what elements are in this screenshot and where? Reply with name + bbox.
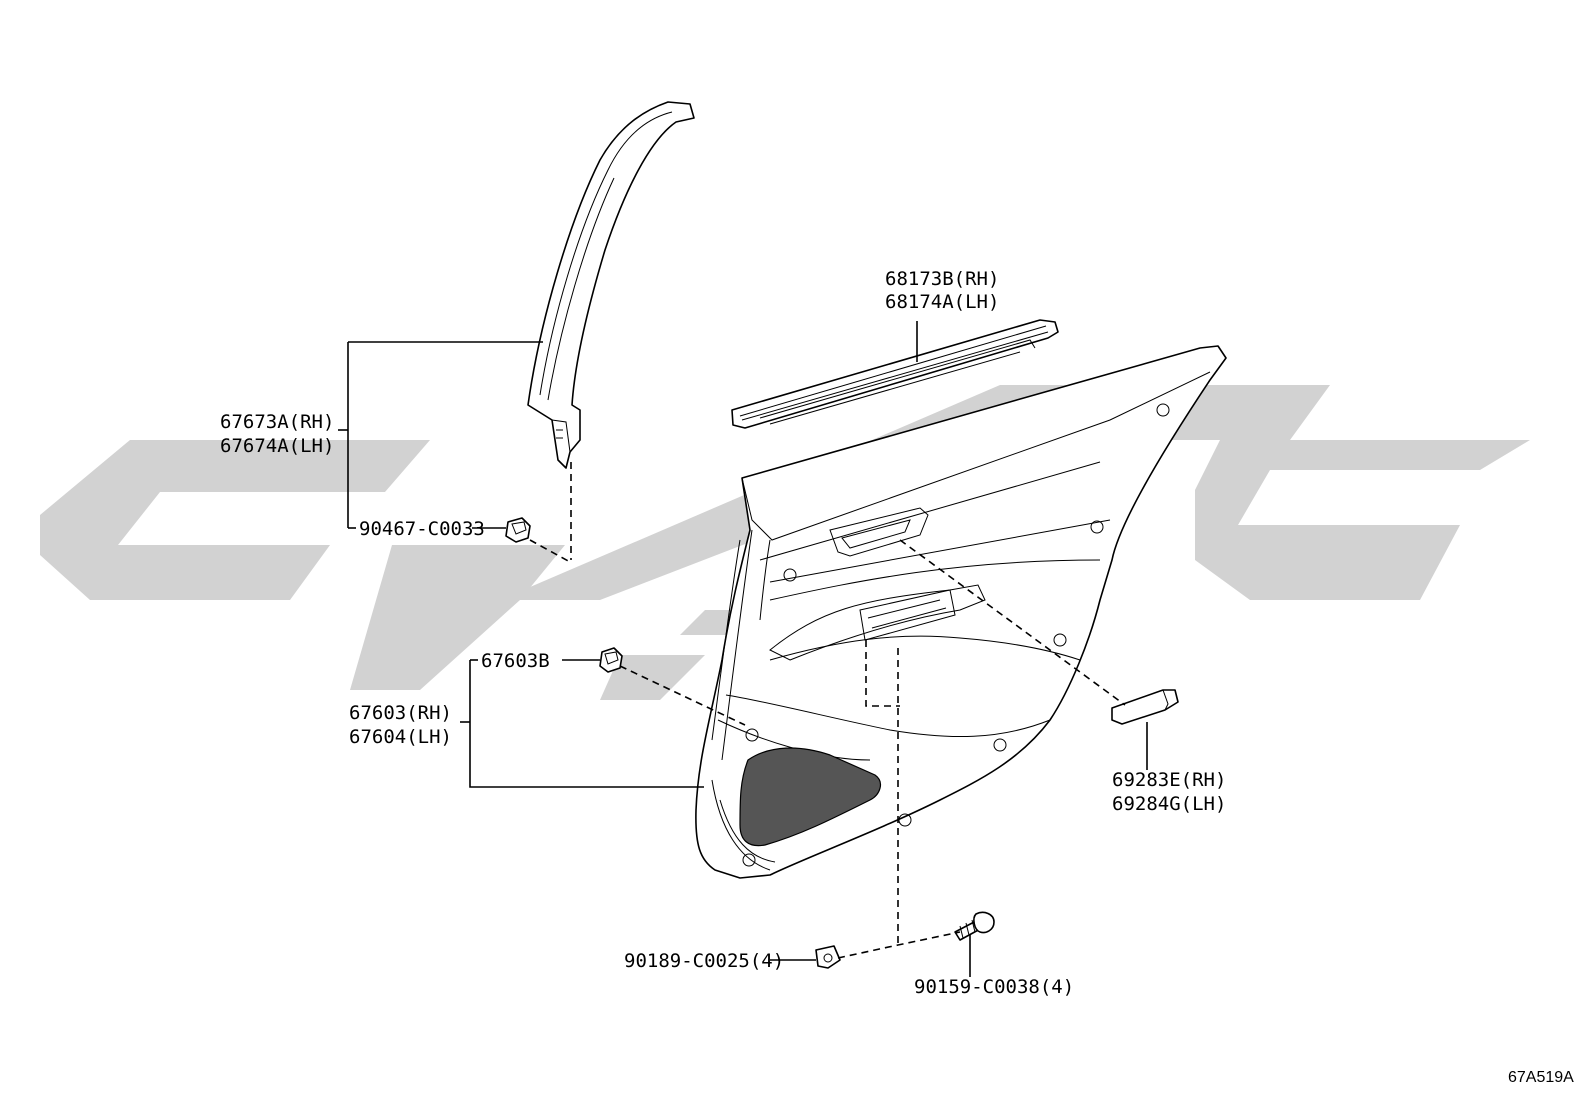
callout-90189: 90189-C0025(4): [624, 950, 784, 972]
assembly-lines: [529, 462, 1126, 959]
svg-text:68173B(RH): 68173B(RH): [885, 268, 999, 290]
callout-68173b: 68173B(RH) 68174A(LH): [885, 268, 999, 313]
svg-text:67673A(RH): 67673A(RH): [220, 411, 334, 433]
callout-90159: 90159-C0038(4): [914, 976, 1074, 998]
screw-90159: [954, 911, 995, 941]
callout-67673a: 67673A(RH) 67674A(LH): [220, 411, 334, 457]
svg-text:67603B: 67603B: [481, 650, 550, 672]
clip-67603b: [599, 647, 623, 673]
callout-67603b: 67603B: [481, 650, 550, 672]
callout-67603: 67603(RH) 67604(LH): [349, 702, 452, 748]
door-trim-board: [695, 345, 1227, 879]
belt-weatherstrip: [731, 319, 1059, 429]
leader-lines: [338, 321, 1148, 977]
svg-text:69284G(LH): 69284G(LH): [1112, 793, 1226, 815]
svg-text:90467-C0033: 90467-C0033: [359, 518, 485, 540]
svg-text:67603(RH): 67603(RH): [349, 702, 452, 724]
clip-90467: [505, 517, 531, 543]
door-frame-garnish: [527, 101, 695, 469]
svg-text:68174A(LH): 68174A(LH): [885, 291, 999, 313]
svg-text:67604(LH): 67604(LH): [349, 726, 452, 748]
svg-text:90189-C0025(4): 90189-C0025(4): [624, 950, 784, 972]
svg-text:69283E(RH): 69283E(RH): [1112, 769, 1226, 791]
svg-text:90159-C0038(4): 90159-C0038(4): [914, 976, 1074, 998]
handle-cover: [1111, 689, 1179, 725]
nut-90189: [815, 945, 841, 969]
drawing-code: 67A519A: [1508, 1069, 1574, 1086]
callout-90467: 90467-C0033: [359, 518, 485, 540]
svg-text:67674A(LH): 67674A(LH): [220, 435, 334, 457]
callout-69283e: 69283E(RH) 69284G(LH): [1112, 769, 1226, 815]
